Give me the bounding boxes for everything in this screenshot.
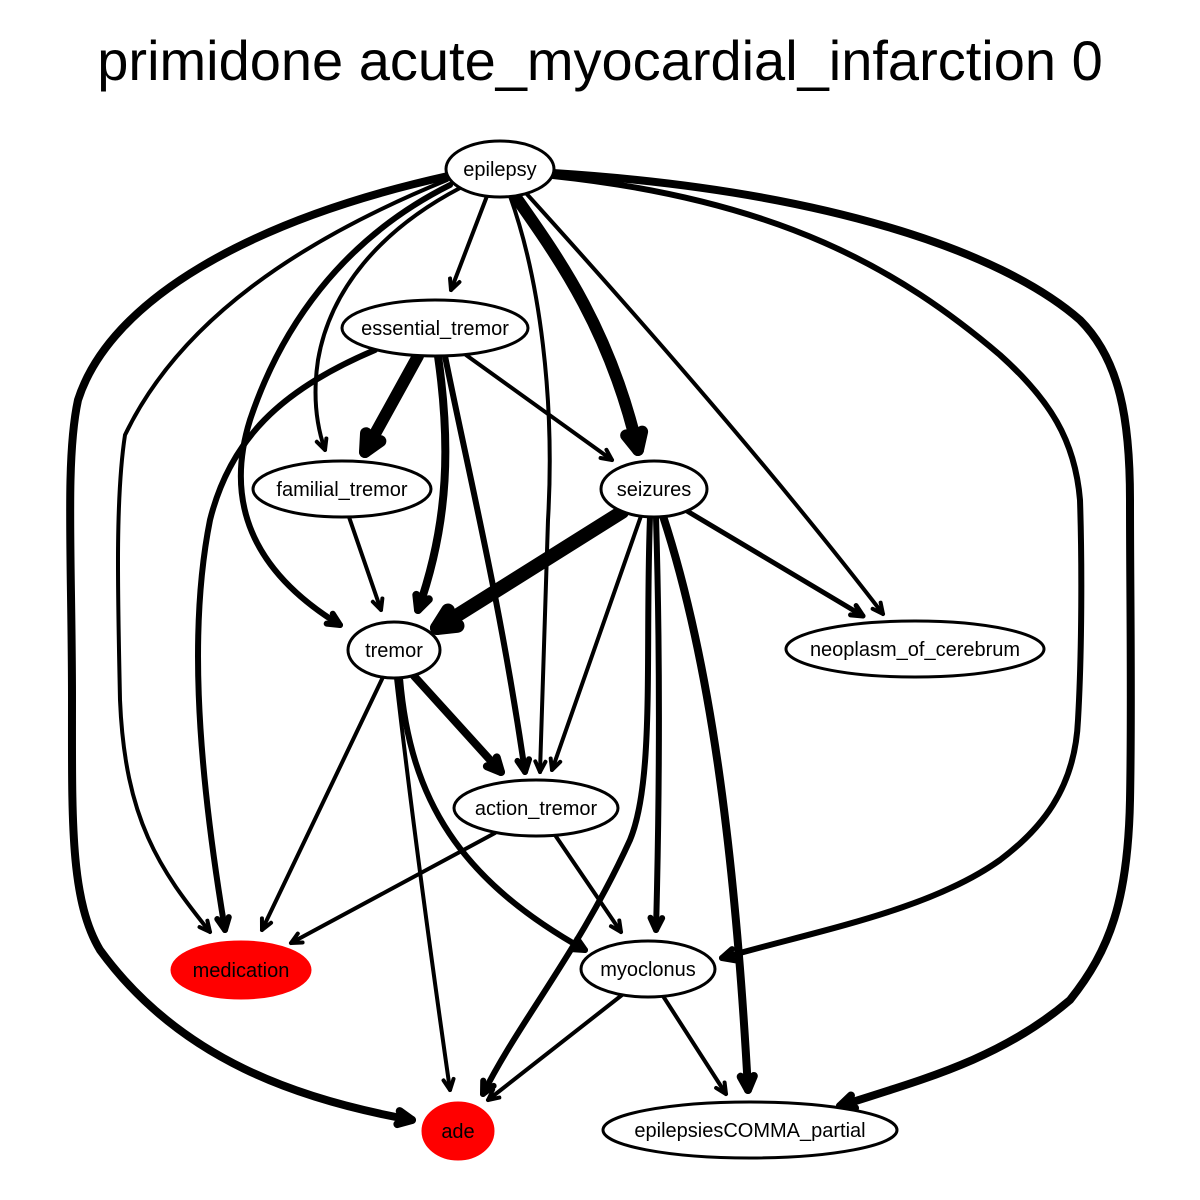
- graph-title: primidone acute_myocardial_infarction 0: [97, 29, 1103, 92]
- edge-epilepsy-to-tremor: [237, 182, 453, 628]
- node-shape-essential_tremor: [340, 298, 530, 358]
- edge-essential_tremor-to-tremor: [412, 352, 450, 614]
- edge-seizures-to-ade: [480, 514, 653, 1097]
- node-label-ade: ade: [441, 1121, 474, 1143]
- node-label-essential_tremor: essential_tremor: [361, 318, 509, 340]
- edge-essential_tremor-to-medication: [195, 347, 378, 933]
- edge-familial_tremor-to-tremor: [347, 515, 385, 612]
- edge-epilepsy-to-neoplasm_of_cerebrum: [523, 190, 885, 616]
- edge-seizures-to-neoplasm_of_cerebrum: [684, 508, 866, 619]
- edge-epilepsy-to-essential_tremor: [448, 194, 489, 292]
- node-epilepsy[interactable]: epilepsy: [444, 139, 556, 199]
- edge-epilepsy-to-ade: [66, 172, 452, 1129]
- node-label-tremor: tremor: [365, 640, 423, 662]
- node-layer: epilepsy essential_tremor familial_tremor s…: [170, 139, 1046, 1161]
- edge-seizures-to-myoclonus: [647, 514, 666, 933]
- node-seizures[interactable]: seizures: [599, 459, 709, 519]
- node-label-action_tremor: action_tremor: [475, 798, 598, 820]
- edge-epilepsy-to-medication: [115, 178, 449, 934]
- node-shape-familial_tremor: [251, 459, 433, 519]
- node-ade[interactable]: ade: [421, 1101, 495, 1161]
- node-label-seizures: seizures: [617, 479, 691, 501]
- edge-epilepsy-to-action_tremor: [508, 194, 552, 774]
- edge-action_tremor-to-medication: [289, 831, 497, 945]
- node-label-medication: medication: [193, 960, 290, 982]
- node-label-myoclonus: myoclonus: [600, 959, 696, 981]
- edge-myoclonus-to-epilepsiesCOMMA_partial: [661, 994, 728, 1096]
- edge-epilepsy-to-seizures: [509, 190, 649, 456]
- node-label-neoplasm_of_cerebrum: neoplasm_of_cerebrum: [810, 639, 1020, 661]
- node-label-familial_tremor: familial_tremor: [276, 479, 407, 501]
- node-shape-action_tremor: [452, 778, 620, 838]
- edge-essential_tremor-to-familial_tremor: [359, 350, 424, 458]
- node-shape-seizures: [599, 459, 709, 519]
- node-shape-tremor: [346, 620, 442, 680]
- node-shape-epilepsiesCOMMA_partial: [601, 1100, 899, 1160]
- node-myoclonus[interactable]: myoclonus: [579, 939, 717, 999]
- node-label-epilepsy: epilepsy: [463, 159, 536, 181]
- edge-seizures-to-epilepsiesCOMMA_partial: [659, 512, 758, 1094]
- node-medication[interactable]: medication: [170, 940, 312, 1000]
- edge-myoclonus-to-ade: [486, 993, 624, 1102]
- node-shape-epilepsy: [444, 139, 556, 199]
- edge-essential_tremor-to-action_tremor: [442, 353, 533, 775]
- node-essential_tremor[interactable]: essential_tremor: [340, 298, 530, 358]
- node-epilepsiesCOMMA_partial[interactable]: epilepsiesCOMMA_partial: [601, 1100, 899, 1160]
- edge-epilepsy-to-myoclonus: [550, 173, 1085, 964]
- node-shape-ade: [421, 1101, 495, 1161]
- edge-tremor-to-myoclonus: [397, 675, 588, 953]
- edge-epilepsy-to-familial_tremor: [313, 186, 462, 452]
- edge-tremor-to-ade: [394, 676, 456, 1092]
- edge-essential_tremor-to-seizures: [464, 353, 614, 462]
- edge-tremor-to-medication: [259, 675, 385, 932]
- edge-seizures-to-action_tremor: [548, 514, 643, 772]
- edge-action_tremor-to-myoclonus: [553, 833, 623, 934]
- node-shape-neoplasm_of_cerebrum: [784, 619, 1046, 679]
- node-familial_tremor[interactable]: familial_tremor: [251, 459, 433, 519]
- edge-layer: [66, 169, 1135, 1129]
- edge-epilepsy-to-epilepsiesCOMMA_partial: [549, 169, 1135, 1113]
- node-action_tremor[interactable]: action_tremor: [452, 778, 620, 838]
- node-shape-medication: [170, 940, 312, 1000]
- node-neoplasm_of_cerebrum[interactable]: neoplasm_of_cerebrum: [784, 619, 1046, 679]
- node-shape-myoclonus: [579, 939, 717, 999]
- node-tremor[interactable]: tremor: [346, 620, 442, 680]
- edge-seizures-to-tremor: [430, 505, 629, 635]
- edge-tremor-to-action_tremor: [410, 672, 505, 776]
- node-label-epilepsiesCOMMA_partial: epilepsiesCOMMA_partial: [634, 1120, 865, 1142]
